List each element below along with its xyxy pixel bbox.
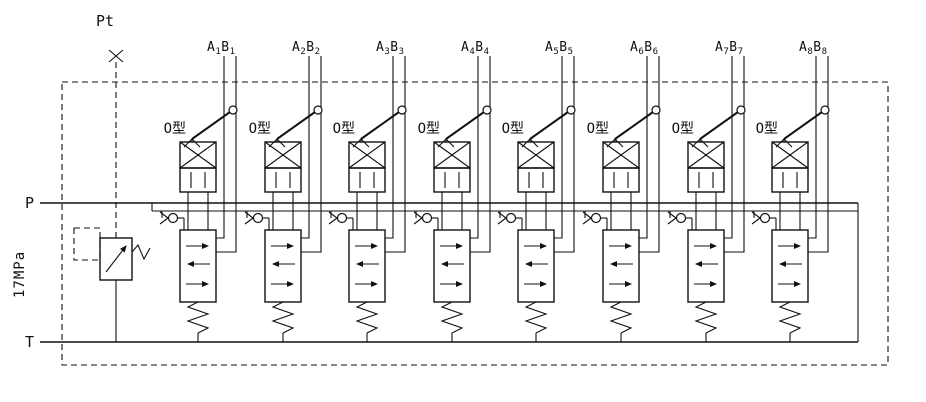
test-port-icon (108, 49, 124, 63)
valve-section-symbol (752, 56, 829, 342)
spool-type-label: O型 (502, 121, 524, 137)
valve-section: A3B3 O型 (329, 40, 406, 342)
workport-label: A7B7 (715, 40, 744, 57)
workport-label: A1B1 (207, 40, 236, 57)
workport-label: A8B8 (799, 40, 828, 57)
valve-section-symbol (160, 56, 237, 342)
spool-type-label: O型 (587, 121, 609, 137)
valve-section: A4B4 O型 (414, 40, 491, 342)
workport-label: A6B6 (630, 40, 659, 57)
workport-label: A5B5 (545, 40, 574, 57)
workport-label: A2B2 (292, 40, 321, 57)
valve-section: A8B8 O型 (752, 40, 829, 342)
valve-section-symbol (668, 56, 745, 342)
spool-type-label: O型 (672, 121, 694, 137)
valve-section-symbol (245, 56, 322, 342)
relief-valve (73, 227, 151, 342)
spool-type-label: O型 (756, 121, 778, 137)
spool-type-label: O型 (333, 121, 355, 137)
valve-section: A2B2 O型 (245, 40, 322, 342)
relief-spring-icon (131, 243, 151, 261)
workport-label: A4B4 (461, 40, 490, 57)
valve-section-symbol (498, 56, 575, 342)
valve-section: A1B1 O型 (160, 40, 237, 342)
valve-block-boundary (61, 81, 889, 366)
spool-type-label: O型 (164, 121, 186, 137)
tank-port-label: T (25, 333, 34, 351)
pressure-port-label: P (25, 194, 34, 212)
valve-section-symbol (329, 56, 406, 342)
valve-section-symbol (583, 56, 660, 342)
test-port-label: Pt (96, 12, 114, 30)
valve-section-symbol (414, 56, 491, 342)
spool-type-label: O型 (418, 121, 440, 137)
valve-section: A7B7 O型 (668, 40, 745, 342)
relief-pilot-box (73, 227, 101, 261)
relief-pressure-label: 17MPa (12, 251, 28, 298)
valve-section: A5B5 O型 (498, 40, 575, 342)
workport-label: A3B3 (376, 40, 405, 57)
valve-section: A6B6 O型 (583, 40, 660, 342)
spool-type-label: O型 (249, 121, 271, 137)
